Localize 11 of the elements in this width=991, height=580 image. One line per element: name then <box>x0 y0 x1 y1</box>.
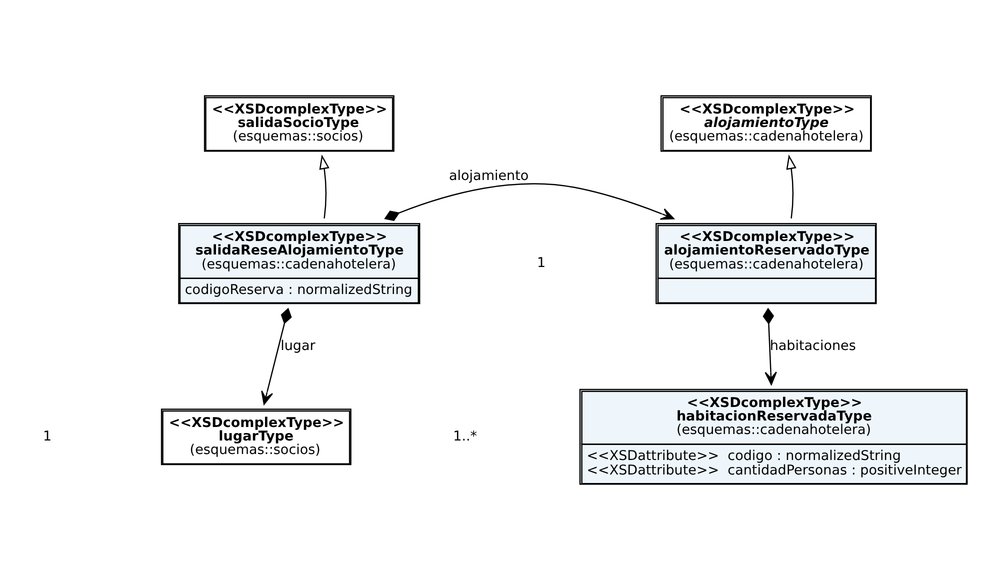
arrow <box>762 308 777 386</box>
edge-label: lugar <box>280 338 316 354</box>
arrow <box>261 308 292 405</box>
label: 1 <box>42 428 52 444</box>
label: 1 <box>536 255 546 272</box>
label: 1..* <box>453 428 478 444</box>
arrow <box>786 154 796 218</box>
arrow <box>384 183 674 222</box>
arrow <box>319 154 330 218</box>
edge-label: habitaciones <box>770 338 856 354</box>
edge-label: alojamiento <box>449 168 529 184</box>
